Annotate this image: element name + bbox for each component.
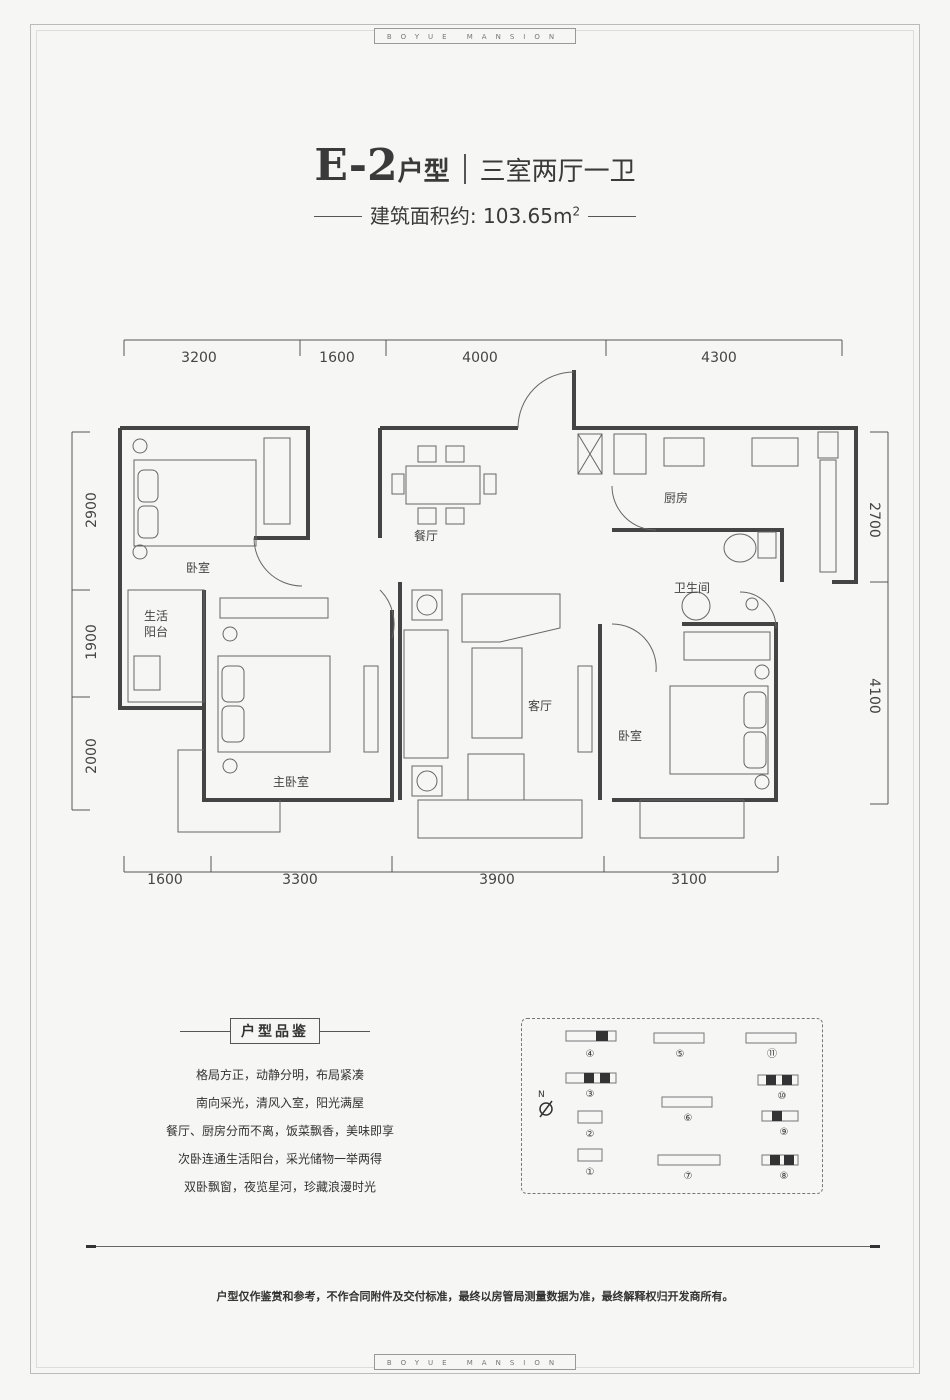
footer-divider bbox=[86, 1245, 880, 1248]
room-dining: 餐厅 bbox=[414, 528, 438, 543]
building-label: ⑨ bbox=[780, 1127, 789, 1138]
features-heading: 户型品鉴 bbox=[180, 1018, 370, 1044]
site-plan-map: N ④ ⑤ ⑪ ③ ⑩ ② ⑥ ⑨ ① ⑦ ⑧ bbox=[538, 1030, 799, 1182]
dim-right-1: 2700 bbox=[866, 502, 882, 538]
building-label: ⑤ bbox=[676, 1049, 685, 1060]
building-label: ⑦ bbox=[684, 1171, 693, 1182]
building-label: ② bbox=[586, 1129, 595, 1140]
title-separator bbox=[463, 154, 466, 184]
area-value: 103.65m bbox=[483, 204, 573, 228]
dim-bottom-2: 3300 bbox=[282, 872, 318, 888]
feature-item: 次卧连通生活阳台，采光储物一举两得 bbox=[177, 1152, 382, 1166]
site-plan: N ④ ⑤ ⑪ ③ ⑩ ② ⑥ ⑨ ① ⑦ ⑧ bbox=[521, 1018, 823, 1194]
room-balcony-line1: 生活 bbox=[144, 609, 168, 623]
floor-plan: 3200 1600 4000 4300 1600 3300 3900 3100 … bbox=[71, 339, 889, 888]
unit-title: E-2户型三室两厅一卫 bbox=[0, 140, 950, 191]
brand-top: BOYUE MANSION bbox=[374, 28, 576, 44]
dim-top-2: 1600 bbox=[319, 350, 355, 366]
feature-item: 双卧飘窗，夜览星河，珍藏浪漫时光 bbox=[183, 1180, 376, 1194]
room-kitchen: 厨房 bbox=[664, 490, 688, 505]
dim-top-1: 3200 bbox=[181, 350, 217, 366]
compass-north-label: N bbox=[538, 1090, 545, 1100]
room-bedroom-nw: 卧室 bbox=[186, 560, 210, 575]
building-label: ⑩ bbox=[778, 1091, 787, 1102]
room-master-bedroom: 主卧室 bbox=[273, 774, 309, 789]
dim-bottom-3: 3900 bbox=[479, 872, 515, 888]
building-label: ⑥ bbox=[684, 1113, 693, 1124]
features-title: 户型品鉴 bbox=[230, 1018, 320, 1044]
dim-bottom-1: 1600 bbox=[147, 872, 183, 888]
room-bedroom-se: 卧室 bbox=[618, 728, 642, 743]
area-line: 建筑面积约: 103.65m2 bbox=[0, 200, 950, 229]
dim-top-4: 4300 bbox=[701, 350, 737, 366]
dim-right-2: 4100 bbox=[866, 678, 882, 714]
unit-suffix: 户型 bbox=[397, 157, 450, 187]
dim-left-2: 1900 bbox=[84, 624, 100, 660]
feature-item: 南向采光，清风入室，阳光满屋 bbox=[195, 1096, 364, 1110]
building-label: ③ bbox=[586, 1089, 595, 1100]
area-unit-sup: 2 bbox=[572, 204, 581, 219]
area-rule-left bbox=[313, 216, 362, 217]
dim-top-3: 4000 bbox=[462, 350, 498, 366]
room-bathroom: 卫生间 bbox=[674, 581, 710, 595]
disclaimer: 户型仅作鉴赏和参考，不作合同附件及交付标准，最终以房管局测量数据为准，最终解释权… bbox=[216, 1290, 734, 1303]
building-label: ⑧ bbox=[780, 1171, 789, 1182]
area-rule-right bbox=[588, 216, 637, 217]
features-list: 格局方正，动静分明，布局紧凑 南向采光，清风入室，阳光满屋 餐厅、厨房分而不离，… bbox=[150, 1064, 410, 1204]
feature-item: 餐厅、厨房分而不离，饭菜飘香，美味即享 bbox=[165, 1124, 394, 1138]
room-balcony-line2: 阳台 bbox=[144, 624, 168, 639]
dim-left-3: 2000 bbox=[84, 738, 100, 774]
area-label: 建筑面积约: bbox=[369, 204, 477, 228]
dim-left-1: 2900 bbox=[84, 492, 100, 528]
room-living: 客厅 bbox=[528, 698, 552, 713]
building-label: ① bbox=[586, 1167, 595, 1178]
dim-bottom-4: 3100 bbox=[671, 872, 707, 888]
unit-code: E-2 bbox=[314, 140, 398, 191]
building-label: ④ bbox=[586, 1049, 595, 1060]
brand-bottom: BOYUE MANSION bbox=[374, 1354, 576, 1370]
building-label: ⑪ bbox=[767, 1048, 777, 1060]
outer-frame bbox=[30, 24, 920, 1374]
feature-item: 格局方正，动静分明，布局紧凑 bbox=[195, 1068, 364, 1082]
unit-layout: 三室两厅一卫 bbox=[479, 157, 636, 187]
